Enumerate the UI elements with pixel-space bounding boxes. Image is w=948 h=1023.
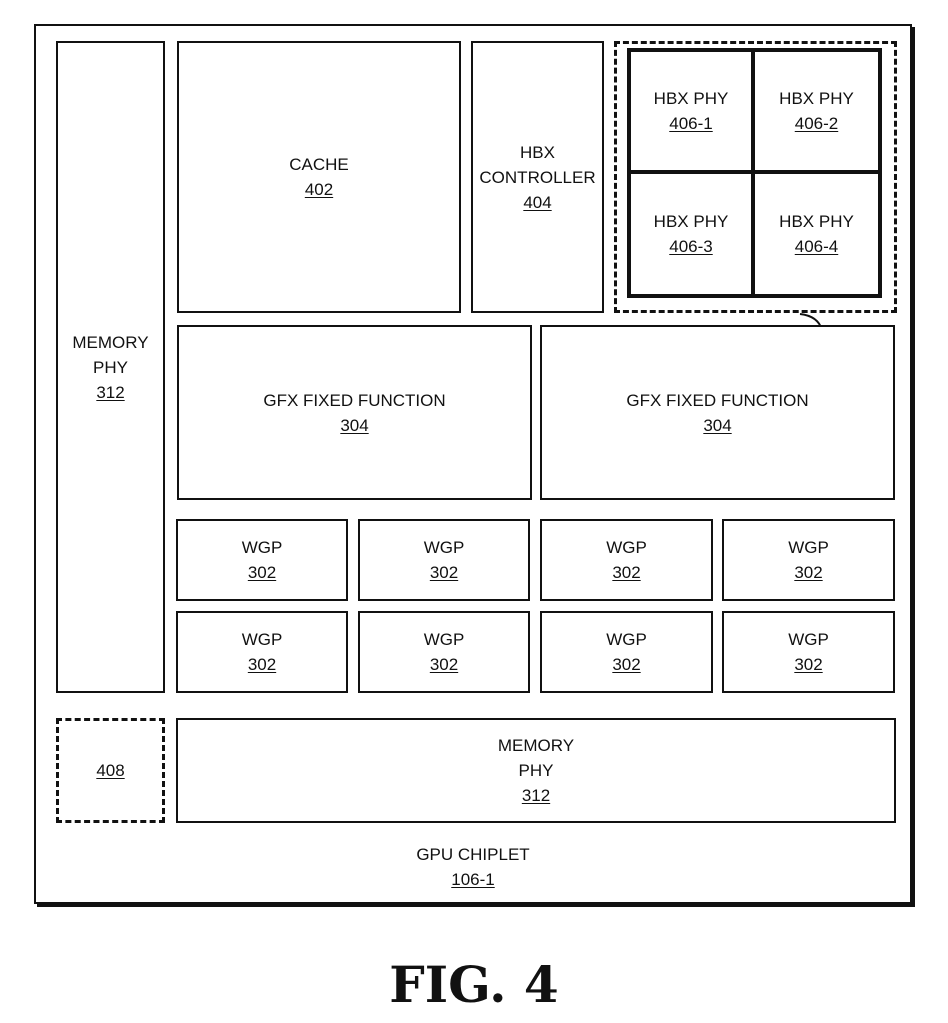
hbx-phy-1-label: HBX PHY [653,89,729,108]
cache-block: CACHE 402 [177,41,461,313]
wgp-block: WGP 302 [176,611,348,693]
gpu-chiplet-num: 106-1 [451,870,495,889]
hbx-controller-num: 404 [523,192,552,212]
hbx-phy-3-num: 406-3 [669,237,713,256]
wgp-num: 302 [794,655,823,674]
block-408: 408 [56,718,165,823]
memory-phy-bottom-line1: MEMORY [497,736,575,755]
memory-phy-bottom-line2: PHY [518,761,554,780]
hbx-phy-2: HBX PHY 406-2 [751,48,882,174]
wgp-block: WGP 302 [540,519,713,601]
wgp-label: WGP [241,630,283,649]
gfx-fixed-function-right: GFX FIXED FUNCTION 304 [540,325,895,500]
gpu-chiplet-outline [34,24,912,904]
wgp-label: WGP [788,538,829,557]
wgp-block: WGP 302 [722,611,895,693]
wgp-block: WGP 302 [176,519,348,601]
wgp-num: 302 [794,563,823,582]
wgp-block: WGP 302 [722,519,895,601]
block-408-num: 408 [96,761,125,780]
wgp-label: WGP [423,630,465,649]
wgp-num: 302 [612,655,641,674]
hbx-phy-4-label: HBX PHY [779,212,854,231]
gfx-fixed-left-num: 304 [340,415,369,435]
gpu-chiplet-name: GPU CHIPLET [416,845,530,864]
wgp-num: 302 [429,655,459,674]
hbx-controller-line1: HBX [520,142,555,162]
hbx-phy-4: HBX PHY 406-4 [751,170,882,298]
wgp-label: WGP [606,538,647,557]
hbx-phy-1-num: 406-1 [669,114,713,133]
gpu-chiplet-label: GPU CHIPLET 106-1 [34,842,912,892]
wgp-block: WGP 302 [358,611,530,693]
wgp-label: WGP [606,630,647,649]
wgp-num: 302 [429,563,459,582]
hbx-phy-group [614,41,897,313]
wgp-block: WGP 302 [540,611,713,693]
hbx-phy-3: HBX PHY 406-3 [627,170,755,298]
hbx-phy-4-num: 406-4 [794,237,839,256]
hbx-controller-block: HBX CONTROLLER 404 [471,41,604,313]
hbx-phy-2-label: HBX PHY [779,89,854,108]
hbx-phy-2-num: 406-2 [794,114,839,133]
memory-phy-left-line2: PHY [93,357,128,377]
hbx-phy-3-label: HBX PHY [653,212,729,231]
gfx-fixed-right-num: 304 [703,415,732,435]
gfx-fixed-function-left: GFX FIXED FUNCTION 304 [177,325,532,500]
memory-phy-left-num: 312 [96,382,125,402]
wgp-label: WGP [241,538,283,557]
wgp-num: 302 [247,563,277,582]
memory-phy-bottom-num: 312 [521,786,551,805]
hbx-controller-line2: CONTROLLER [479,167,596,187]
cache-num: 402 [304,180,334,199]
gfx-fixed-left-label: GFX FIXED FUNCTION [263,390,446,410]
wgp-num: 302 [247,655,277,674]
figure-label: FIG. 4 [389,955,559,1014]
gfx-fixed-right-label: GFX FIXED FUNCTION [626,390,809,410]
wgp-label: WGP [423,538,465,557]
cache-label: CACHE [289,155,349,174]
memory-phy-left-block: MEMORY PHY 312 [56,41,165,693]
wgp-label: WGP [788,630,829,649]
wgp-block: WGP 302 [358,519,530,601]
wgp-num: 302 [612,563,641,582]
memory-phy-left-line1: MEMORY [72,332,149,352]
memory-phy-bottom-block: MEMORY PHY 312 [176,718,896,823]
